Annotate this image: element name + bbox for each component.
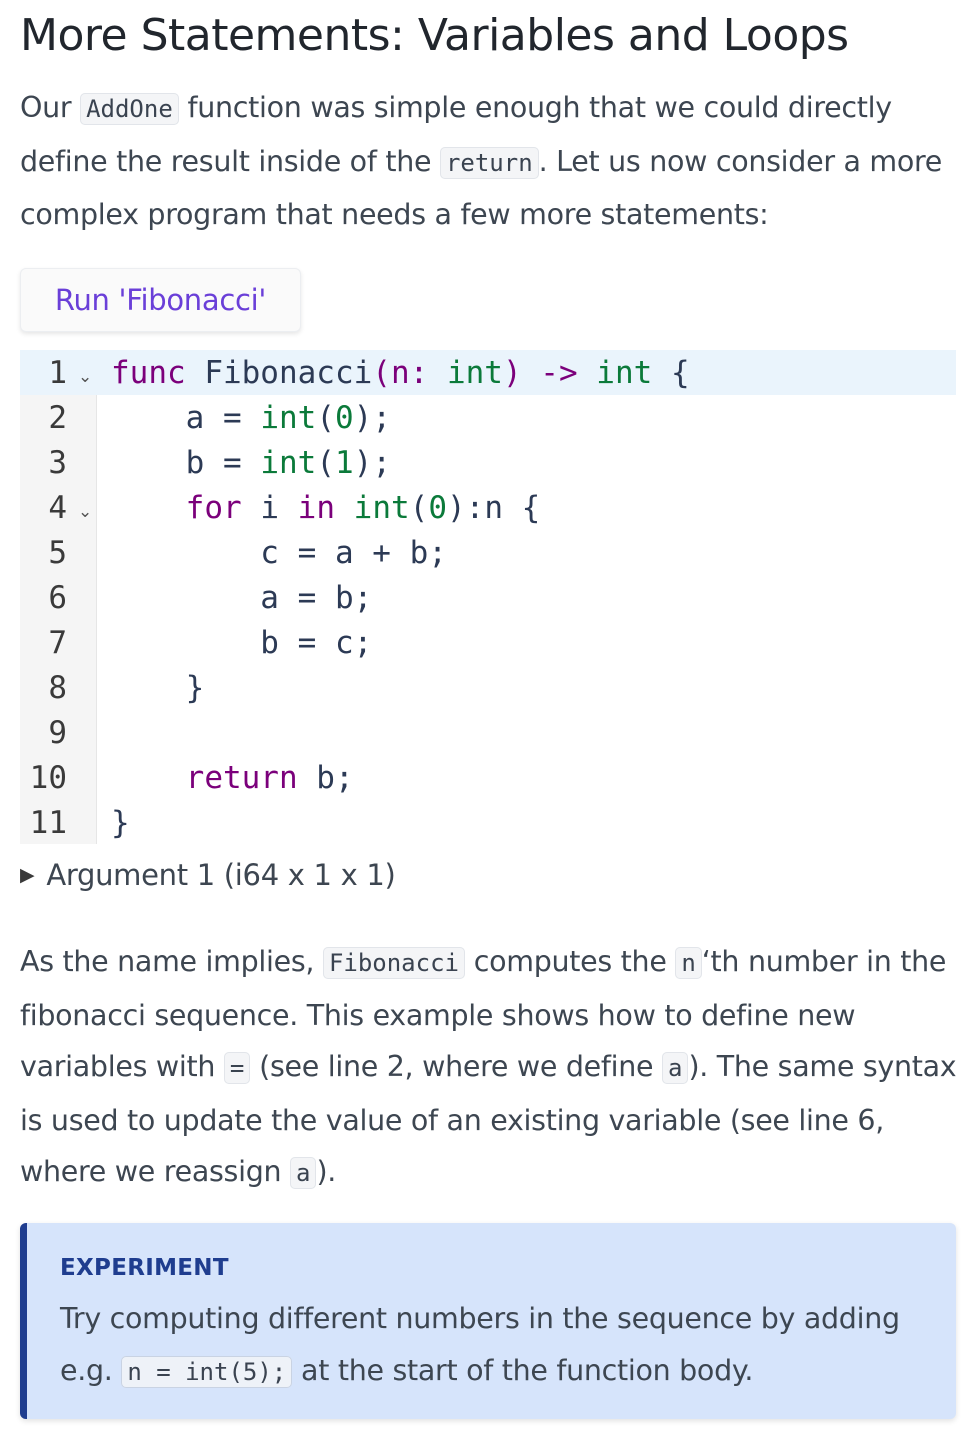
code-token: b =: [111, 444, 261, 481]
line-number: 7: [48, 624, 67, 661]
inline-code-n-int5: n = int(5);: [121, 1355, 293, 1388]
code-line-1[interactable]: 1 ⌄ func Fibonacci(n: int) -> int {: [20, 350, 956, 395]
code-token: ->: [540, 354, 578, 391]
explain-text: ). The same syntax is used to update the…: [20, 1050, 957, 1188]
code-line-4[interactable]: 4 ⌄ for i in int(0):n {: [20, 485, 956, 530]
fold-chevron-icon[interactable]: ⌄: [78, 502, 93, 522]
experiment-callout: EXPERIMENT Try computing different numbe…: [20, 1223, 956, 1419]
intro-text: Our: [20, 91, 81, 124]
code-line-3[interactable]: 3 b = int(1);: [20, 440, 956, 485]
code-token: (n:: [372, 354, 447, 391]
disclosure-triangle-icon: ▶: [20, 864, 35, 886]
code-token: int: [260, 444, 317, 481]
code-token: 0: [334, 399, 354, 436]
code-token: ):n {: [447, 489, 541, 526]
code-token: int: [353, 489, 410, 526]
callout-text: Try computing different numbers in the s…: [60, 1293, 950, 1398]
inline-code-fibonacci: Fibonacci: [322, 947, 465, 979]
code-token: {: [652, 354, 690, 391]
code-token: ): [502, 354, 541, 391]
explain-text: As the name implies,: [20, 945, 323, 978]
inline-code-equals: =: [223, 1052, 251, 1084]
inline-code-n: n: [675, 947, 702, 979]
line-number: 2: [48, 399, 67, 436]
code-token: );: [353, 444, 391, 481]
argument-label: Argument 1 (i64 x 1 x 1): [46, 858, 396, 892]
inline-code-return: return: [439, 146, 539, 179]
code-editor[interactable]: 1 ⌄ func Fibonacci(n: int) -> int { 2 a =…: [20, 350, 956, 844]
fold-chevron-icon[interactable]: ⌄: [78, 367, 93, 387]
code-token: return: [185, 759, 298, 796]
line-number: 10: [29, 759, 67, 796]
code-line-6[interactable]: 6 a = b;: [20, 575, 956, 620]
intro-paragraph: Our AddOne function was simple enough th…: [20, 82, 960, 241]
explanation-paragraph: As the name implies, Fibonacci computes …: [20, 936, 960, 1200]
code-line-2[interactable]: 2 a = int(0);: [20, 395, 956, 440]
code-token: func: [111, 354, 186, 391]
explain-text: ).: [316, 1155, 337, 1188]
code-token: 0: [428, 489, 447, 526]
line-number: 9: [48, 714, 67, 751]
line-number: 5: [48, 534, 67, 571]
inline-code-a: a: [290, 1157, 317, 1189]
code-line-10[interactable]: 10 return b;: [20, 755, 956, 800]
code-token: (: [316, 444, 335, 481]
code-token: (: [316, 399, 335, 436]
line-number-gutter: [20, 350, 97, 844]
code-token: in: [297, 489, 335, 526]
code-line-7[interactable]: 7 b = c;: [20, 620, 956, 665]
explain-text: (see line 2, where we define: [250, 1050, 663, 1083]
code-token: 1: [334, 444, 354, 481]
code-line-11[interactable]: 11 }: [20, 800, 956, 845]
code-token: [111, 760, 186, 796]
explain-text: computes the: [464, 945, 676, 978]
run-fibonacci-button[interactable]: Run 'Fibonacci': [20, 268, 301, 332]
code-token: b;: [297, 759, 354, 796]
code-token: a =: [111, 399, 261, 436]
callout-label: EXPERIMENT: [60, 1255, 229, 1281]
code-token: (: [409, 489, 429, 526]
code-token: [111, 490, 186, 526]
code-token: c = a + b;: [111, 534, 447, 571]
intro-text: . Let us now consider a more complex pro…: [20, 144, 943, 232]
code-token: Fibonacci: [185, 354, 373, 391]
code-token: }: [111, 669, 205, 706]
line-number: 1: [48, 354, 67, 391]
argument-1-disclosure[interactable]: ▶ Argument 1 (i64 x 1 x 1): [20, 858, 396, 892]
inline-code-a: a: [662, 1052, 689, 1084]
page-title: More Statements: Variables and Loops: [20, 10, 849, 61]
code-token: );: [353, 399, 391, 436]
line-number: 6: [48, 579, 67, 616]
code-token: [578, 355, 597, 391]
code-token: i: [241, 489, 298, 526]
code-token: b = c;: [111, 624, 373, 661]
code-token: int: [446, 354, 503, 391]
code-token: int: [596, 354, 653, 391]
code-token: a = b;: [111, 579, 373, 616]
callout-text-part: at the start of the function body.: [292, 1353, 754, 1387]
code-token: for: [185, 489, 242, 526]
line-number: 11: [29, 804, 67, 841]
code-line-5[interactable]: 5 c = a + b;: [20, 530, 956, 575]
code-line-8[interactable]: 8 }: [20, 665, 956, 710]
code-token: }: [111, 804, 130, 841]
inline-code-addone: AddOne: [80, 93, 179, 125]
code-token: int: [260, 399, 317, 436]
code-token: [335, 490, 354, 526]
code-line-9[interactable]: 9: [20, 710, 956, 755]
line-number: 8: [48, 669, 67, 706]
line-number: 4: [48, 489, 67, 526]
explain-text: ‘th number in the fibonacci sequence. Th…: [20, 945, 947, 1083]
intro-text: function was simple enough that we could…: [20, 91, 892, 178]
line-number: 3: [48, 444, 67, 481]
callout-text-part: Try computing different numbers in the s…: [60, 1302, 900, 1387]
